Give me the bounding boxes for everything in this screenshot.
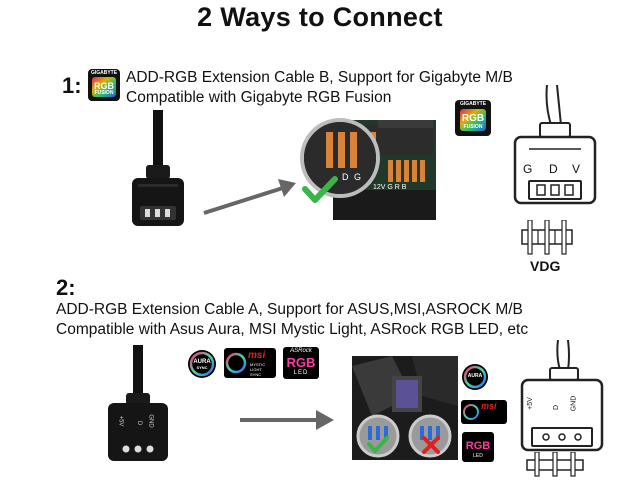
msi-mystic-light-logo-small: msi — [461, 400, 507, 424]
section-2-line-2: Compatible with Asus Aura, MSI Mystic Li… — [56, 321, 529, 338]
msi-text: msi — [248, 350, 266, 361]
section-2-line-1: ADD-RGB Extension Cable A, Support for A… — [56, 301, 523, 318]
aura-text: AURA — [193, 359, 211, 365]
rgb-fusion-logo: GIGABYTE RGB FUSION — [88, 69, 120, 101]
connector-diagram-1 — [513, 85, 597, 205]
asrock-rgb-led-logo: ASRock RGB LED — [283, 347, 319, 379]
diagram-pin-5v: +5V — [526, 397, 534, 410]
check-icon — [367, 436, 389, 453]
diagram-pin-d: D — [553, 404, 561, 411]
section-1-line-2: Compatible with Gigabyte RGB Fusion — [126, 89, 392, 106]
arrow-right-icon — [240, 410, 334, 430]
page-title: 2 Ways to Connect — [197, 2, 443, 32]
pin-header-2 — [526, 452, 584, 477]
aura-text: AURA — [467, 373, 483, 379]
asrock-text: ASRock — [290, 348, 312, 354]
logo-fusion-text: FUSION — [463, 124, 483, 130]
check-icon — [302, 176, 338, 203]
msi-mystic-light-logo: msi MYSTIC LIGHT SYNC — [224, 348, 276, 378]
msi-sub1: MYSTIC — [250, 362, 266, 367]
board-pin-d: D — [342, 172, 349, 182]
board-pin-g: G — [354, 172, 362, 182]
section-1-line-1: ADD-RGB Extension Cable B, Support for G… — [126, 69, 513, 86]
arrow-right-icon — [203, 179, 296, 215]
logo-brand-text: GIGABYTE — [459, 101, 487, 107]
logo-rgb-text: RGB — [461, 113, 485, 124]
asrock-led-text: LED — [473, 453, 483, 459]
rgb-fusion-logo-large: GIGABYTE RGB FUSION — [455, 100, 491, 136]
aura-sync-logo: AURA SYNC — [188, 350, 216, 378]
pin-header-1 — [521, 220, 573, 255]
asrock-led-text: LED — [293, 370, 309, 376]
cable-b-connector — [132, 110, 184, 226]
cable-pin-d: D — [136, 420, 143, 426]
logo-rgb-text: RGB — [94, 81, 114, 91]
aura-sync-logo-small: AURA — [462, 364, 488, 390]
asrock-rgb-text: RGB — [465, 440, 491, 452]
cable-pin-gnd: GND — [147, 414, 154, 428]
asrock-rgb-text: RGB — [286, 355, 316, 370]
cross-icon — [422, 436, 440, 454]
msi-sub3: SYNC — [250, 372, 262, 377]
section-1-number: 1: — [62, 73, 82, 98]
asrock-rgb-led-logo-small: RGB LED — [462, 432, 494, 462]
logo-fusion-text: FUSION — [94, 90, 114, 96]
connector-diagram-2 — [520, 340, 604, 452]
pin-caption-vdg: VDG — [530, 258, 561, 274]
pin-label-g: G — [523, 162, 533, 176]
board-header-label: 12V G R B — [373, 184, 407, 191]
aura-sub: SYNC — [196, 365, 208, 370]
cable-pin-5v: +5V — [117, 415, 124, 427]
logo-brand-text: GIGABYTE — [90, 70, 118, 76]
motherboard-photo-1: 12V G R B — [333, 120, 436, 220]
pin-label-d: D — [549, 162, 558, 176]
diagram-pin-gnd: GND — [570, 395, 578, 412]
pin-label-v: V — [572, 162, 581, 176]
section-2-number: 2: — [56, 275, 76, 300]
cable-a-connector — [108, 345, 168, 461]
magnifier-circle: D G — [300, 118, 380, 198]
msi-text: msi — [481, 401, 497, 411]
msi-sub2: LIGHT — [250, 367, 262, 372]
